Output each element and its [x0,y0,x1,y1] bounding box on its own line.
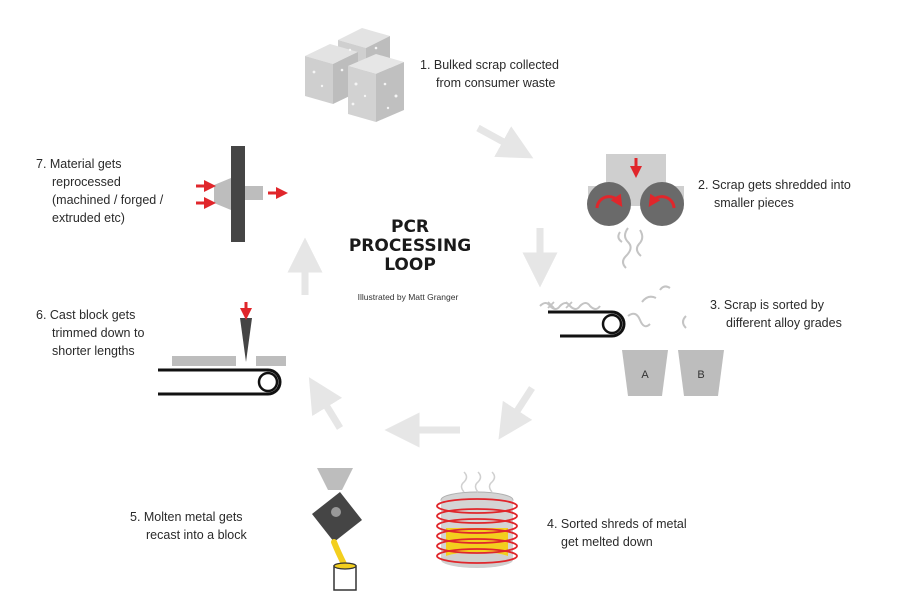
label-line: recast into a block [146,528,247,542]
title-line: LOOP [384,255,436,275]
label-line: 1. Bulked scrap collected [420,58,559,72]
label-line: 4. Sorted shreds of metal [547,517,687,531]
label-line: extruded etc) [52,211,125,225]
flow-arrow-5-6 [308,377,343,430]
press-icon [196,146,288,242]
step-2-label: 2. Scrap gets shredded into smaller piec… [698,176,851,212]
label-line: 3. Scrap is sorted by [710,298,824,312]
illustrator-credit: Illustrated by Matt Granger [357,292,459,302]
title-line: PROCESSING [348,236,472,256]
step-7-label: 7. Material gets reprocessed (machined /… [36,155,163,227]
sorting-conveyor-icon [539,285,724,396]
shredder-icon [587,154,684,269]
diagram-title: PCR PROCESSING LOOP [330,218,490,275]
step-3-label: 3. Scrap is sorted by different alloy gr… [710,296,842,332]
casting-icon [312,468,362,591]
label-line: reprocessed [52,175,121,189]
bin-b-label: B [697,369,704,381]
step-5-label: 5. Molten metal gets recast into a block [130,508,247,544]
label-line: 5. Molten metal gets [130,510,243,524]
flow-arrow-3-4 [498,386,535,440]
label-line: from consumer waste [436,76,556,90]
title-line: PCR [390,217,430,237]
step-6-label: 6. Cast block gets trimmed down to short… [36,306,144,360]
furnace-icon [436,471,518,568]
step-4-label: 4. Sorted shreds of metal get melted dow… [547,515,687,551]
flow-arrow-1-2 [476,124,534,159]
label-line: (machined / forged / [52,193,164,207]
label-line: 7. Material gets [36,157,122,171]
trimming-icon [158,302,286,396]
scrap-cubes-icon [305,28,404,122]
label-line: shorter lengths [52,344,135,358]
label-line: 6. Cast block gets [36,308,136,322]
label-line: get melted down [561,535,653,549]
label-line: smaller pieces [714,196,794,210]
step-1-label: 1. Bulked scrap collected from consumer … [420,56,559,92]
label-line: trimmed down to [52,326,145,340]
label-line: different alloy grades [726,316,842,330]
cycle-flow-arrows [287,124,558,448]
bin-a-label: A [641,369,649,381]
label-line: 2. Scrap gets shredded into [698,178,851,192]
